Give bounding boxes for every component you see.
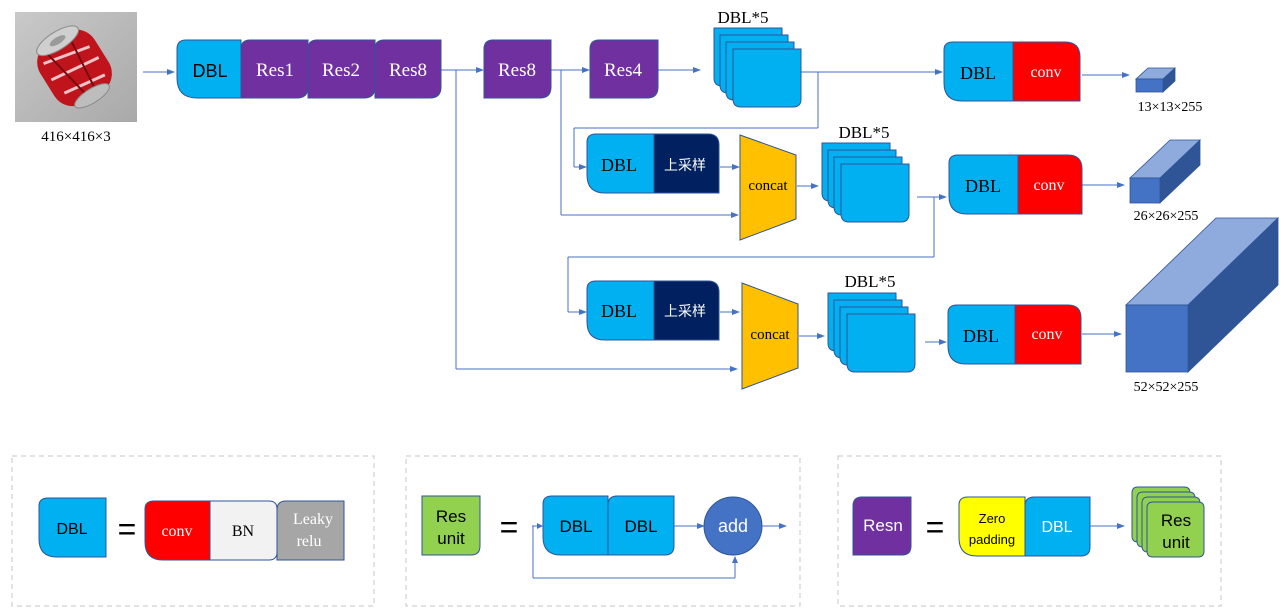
branch3-conv-block	[1014, 304, 1082, 365]
backbone-res1-label: Res1	[256, 60, 294, 81]
backbone-dbl-block	[176, 39, 242, 99]
branch3-dbl2-label: DBL	[963, 326, 999, 346]
branch2-conv-block	[1017, 154, 1083, 215]
branch2-concat-label: concat	[748, 178, 788, 194]
legend-res-unit-panel	[405, 455, 801, 607]
res8-block	[483, 39, 552, 99]
branch1-conv-block	[1012, 41, 1081, 102]
legend-resn-block	[852, 496, 912, 556]
branch3-dbl2-block	[947, 304, 1016, 365]
branch3-concat-label: concat	[750, 327, 790, 343]
legend-zero-label-line2: padding	[969, 532, 1015, 547]
backbone-res8-label: Res8	[389, 60, 427, 81]
output-52-label: 52×52×255	[1134, 380, 1199, 395]
dbl-stack-1-label: DBL*5	[718, 8, 769, 27]
res4-block	[589, 39, 659, 99]
branch3-upsample-label: 上采样	[664, 304, 706, 320]
legend-dbl-block	[38, 497, 107, 558]
legend-zero-label-line1: Zero	[979, 511, 1006, 526]
backbone-res2-label: Res2	[322, 60, 360, 81]
output-box-52	[1125, 217, 1279, 373]
res4-label: Res4	[604, 60, 643, 81]
output-26-label: 26×26×255	[1134, 209, 1199, 224]
legend-resn-equals: =	[926, 509, 945, 545]
legend-res-unit-stack-label-line2: unit	[1162, 533, 1190, 552]
branch2-upsample-label: 上采样	[664, 158, 706, 174]
branch2-upsample-block	[653, 133, 720, 194]
dbl-stack-2	[821, 142, 910, 223]
legend-leaky-label-line1: Leaky	[293, 511, 333, 528]
legend-dbl-equals: =	[118, 511, 137, 547]
output-box-26	[1128, 139, 1202, 204]
legend-dbl-label: DBL	[56, 521, 87, 538]
legend-res-dbl1-label: DBL	[559, 517, 592, 536]
dbl-stack-1	[713, 27, 802, 108]
connector-lines	[143, 67, 1130, 372]
branch3-upsample-block	[653, 280, 720, 341]
branch2-dbl-block	[586, 133, 655, 194]
legend-conv-block	[144, 500, 211, 561]
legend-resn-dbl-block	[1024, 496, 1091, 557]
dbl-stack-3	[827, 292, 916, 373]
input-image	[15, 12, 137, 122]
branch3-concat-block	[741, 282, 799, 390]
legend-res-unit-label-line2: unit	[437, 529, 465, 548]
dbl-stack-2-label: DBL*5	[839, 123, 890, 142]
legend-leaky-label-line2: relu	[297, 533, 322, 550]
output-13-label: 13×13×255	[1138, 100, 1203, 115]
legend-dbl-panel	[11, 455, 375, 607]
legend-res-dbl2-block	[607, 495, 675, 556]
legend-resn-label: Resn	[863, 516, 903, 535]
legend-res-dbl2-label: DBL	[624, 517, 657, 536]
branch2-conv-label: conv	[1033, 177, 1064, 194]
legend-res-dbl1-block	[542, 495, 609, 556]
branch2-concat-block	[739, 134, 797, 241]
legend-res-unit-stack	[1131, 486, 1205, 558]
branch2-dbl-label: DBL	[601, 155, 637, 175]
dbl-stack-3-label: DBL*5	[845, 272, 896, 291]
branch2-dbl2-label: DBL	[965, 176, 1001, 196]
branch1-conv-label: conv	[1030, 64, 1061, 81]
branch3-dbl-label: DBL	[601, 301, 637, 321]
input-size-label: 416×416×3	[41, 129, 110, 145]
res8-label: Res8	[498, 60, 536, 81]
branch3-dbl-block	[586, 280, 655, 341]
branch1-dbl-block	[943, 41, 1014, 102]
legend-zero-padding-block	[958, 496, 1026, 557]
legend-res-unit-equals: =	[500, 509, 519, 545]
legend-add-label: add	[718, 516, 748, 536]
backbone-res8-block	[374, 39, 442, 99]
legend-bn-label: BN	[232, 523, 255, 540]
legend-res-unit-stack-label-line1: Res	[1161, 511, 1191, 530]
legend-resn-panel	[837, 455, 1222, 607]
branch3-conv-label: conv	[1031, 326, 1062, 343]
branch2-dbl2-block	[948, 154, 1019, 215]
legend-conv-label: conv	[161, 523, 192, 540]
legend-resn-dbl-label: DBL	[1041, 519, 1072, 536]
backbone-dbl-label: DBL	[192, 61, 227, 81]
legend-res-unit-block	[421, 495, 481, 556]
legend-leaky-relu-block	[276, 500, 345, 561]
legend-res-unit-label-line1: Res	[436, 507, 466, 526]
output-box-13	[1134, 67, 1177, 93]
branch1-dbl-label: DBL	[960, 63, 996, 83]
